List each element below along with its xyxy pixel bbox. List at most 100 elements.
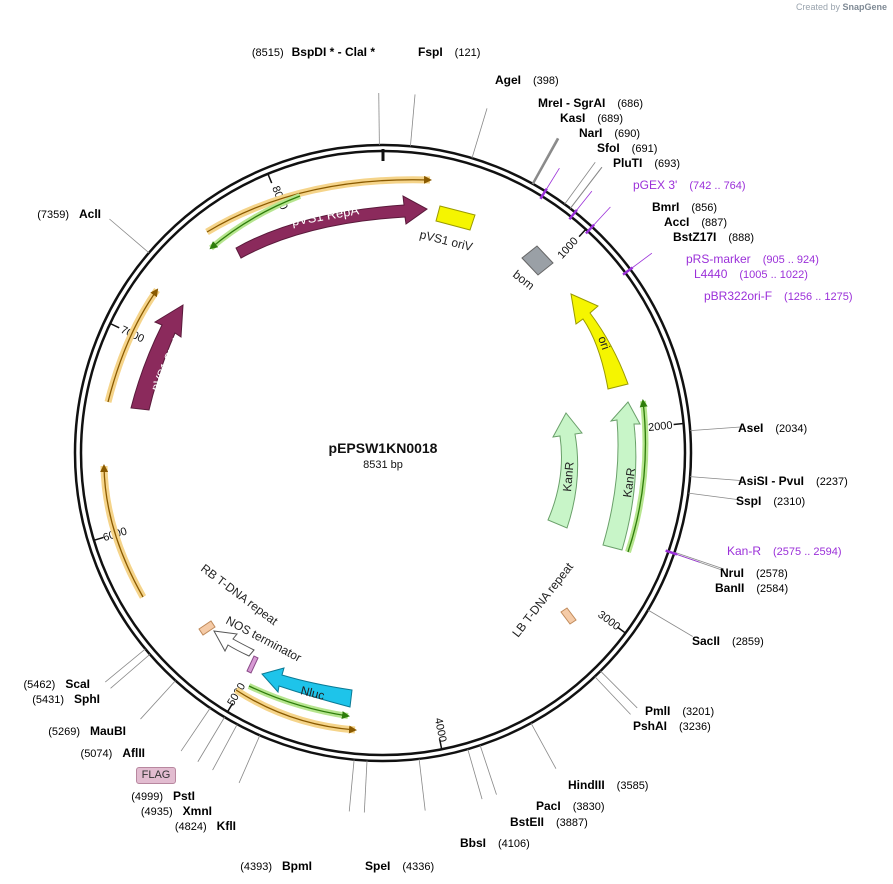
- enzyme-label-bsteii[interactable]: BstEII(3887): [510, 815, 588, 829]
- enzyme-line: [197, 716, 225, 762]
- enzyme-label-bspdi-clai[interactable]: (8515)BspDI * - ClaI *: [252, 45, 375, 59]
- tick-label: 3000: [595, 609, 622, 633]
- primer-marks: [539, 168, 700, 563]
- enzyme-line: [363, 760, 368, 813]
- enzyme-label-bpmi[interactable]: (4393)BpmI: [240, 859, 312, 873]
- feature-rb-tdna-repeat[interactable]: [198, 620, 216, 636]
- enzyme-label-kfli[interactable]: (4824)KflI: [175, 819, 236, 833]
- enzyme-line: [690, 426, 743, 432]
- enzyme-line: [467, 748, 483, 800]
- enzyme-line: [688, 492, 740, 501]
- primer-mark: [622, 266, 634, 276]
- primer-mark: [585, 223, 596, 235]
- enzyme-line: [104, 648, 146, 683]
- enzyme-label-acci[interactable]: AccI(887): [664, 215, 727, 229]
- enzyme-line: [471, 108, 488, 159]
- plasmid-length: 8531 bp: [363, 459, 403, 471]
- tick-5000: [226, 702, 234, 713]
- enzyme-label-asisi-pvui[interactable]: AsiSI - PvuI(2237): [738, 474, 848, 488]
- orf-arc-bottom-orange-line: [235, 689, 357, 734]
- enzyme-site: (8515): [252, 47, 284, 59]
- feature-kanr-outer[interactable]: [602, 401, 641, 551]
- enzyme-label-paci[interactable]: PacI(3830): [536, 799, 604, 813]
- backbone-outer: [73, 143, 693, 763]
- feature-pvs1-oriv[interactable]: [435, 205, 476, 231]
- enzyme-label-pshai[interactable]: PshAI(3236): [633, 719, 711, 733]
- enzyme-label-fspi[interactable]: FspI(121): [418, 45, 480, 59]
- tick-1000: [578, 228, 587, 238]
- feature-label-nluc: Nluc: [299, 683, 326, 702]
- feature-kanr-inner[interactable]: [547, 412, 583, 529]
- enzyme-label-spei[interactable]: SpeI(4336): [365, 859, 434, 873]
- enzyme-label-pmli[interactable]: PmlI(3201): [645, 704, 714, 718]
- tick-8000: [267, 173, 273, 184]
- feature-nos-terminator[interactable]: [213, 630, 255, 657]
- enzyme-line: [532, 138, 559, 185]
- enzyme-line: [531, 137, 558, 184]
- feature-bom[interactable]: [521, 245, 554, 276]
- primer-line: [576, 190, 593, 211]
- feature-flag[interactable]: FLAG: [136, 767, 176, 784]
- enzyme-line: [180, 707, 211, 752]
- enzyme-labels: FspI(121) (8515)BspDI * - ClaI * AgeI(39…: [24, 45, 848, 873]
- enzyme-label-scai[interactable]: (5462)ScaI: [24, 677, 90, 691]
- feature-label-flag: FLAG: [141, 769, 171, 781]
- enzyme-label-acli[interactable]: (7359)AclI: [37, 207, 101, 221]
- enzyme-label-bstz17i[interactable]: BstZ17I(888): [673, 230, 754, 244]
- enzyme-line: [570, 167, 603, 209]
- feature-ori[interactable]: [570, 293, 629, 390]
- feature-pvs1-staa[interactable]: [130, 304, 184, 411]
- watermark-prefix: Created by: [795, 2, 840, 12]
- enzyme-line: [533, 138, 560, 185]
- enzyme-label-xmni[interactable]: (4935)XmnI: [141, 804, 212, 818]
- orf-arc-left-orange-line: [107, 288, 159, 403]
- primer-label-pbr322ori-f[interactable]: pBR322ori-F(1256 .. 1275): [704, 289, 853, 303]
- enzyme-label-banii[interactable]: BanII(2584): [715, 581, 788, 595]
- primer-line: [546, 168, 560, 189]
- primer-label-l4440[interactable]: L4440(1005 .. 1022): [694, 267, 808, 281]
- primer-line: [676, 554, 700, 563]
- tick-4000: [438, 739, 443, 750]
- primer-labels: pGEX 3'(742 .. 764) pRS-marker(905 .. 92…: [633, 178, 853, 558]
- enzyme-label-sspi[interactable]: SspI(2310): [736, 494, 805, 508]
- enzyme-label-maubi[interactable]: (5269)MauBI: [48, 724, 126, 738]
- enzyme-line: [594, 676, 631, 715]
- feature-pvs1-repa[interactable]: [235, 195, 428, 259]
- enzyme-label-sphi[interactable]: (5431)SphI: [32, 692, 100, 706]
- orf-arc-top-green-line: [209, 195, 301, 250]
- primer-label-pgex3[interactable]: pGEX 3'(742 .. 764): [633, 178, 746, 192]
- enzyme-leader-lines: [104, 93, 743, 813]
- enzyme-label-bmri[interactable]: BmrI(856): [652, 200, 717, 214]
- enzyme-label-sfoi[interactable]: SfoI(691): [597, 141, 657, 155]
- enzyme-label-asei[interactable]: AseI(2034): [738, 421, 807, 435]
- primer-label-prs-marker[interactable]: pRS-marker(905 .. 924): [686, 252, 819, 266]
- enzyme-label-pluti[interactable]: PluTI(693): [613, 156, 680, 170]
- enzyme-label-aflii[interactable]: (5074)AflII: [81, 746, 145, 760]
- enzyme-label-mrei-sgrai[interactable]: MreI - SgrAI(686): [538, 96, 643, 110]
- feature-nluc[interactable]: [261, 667, 353, 708]
- enzyme-line: [530, 722, 557, 769]
- enzyme-label-psti[interactable]: (4999)PstI: [131, 789, 195, 803]
- enzyme-line: [410, 94, 416, 147]
- enzyme-label-hindiii[interactable]: HindIII(3585): [568, 778, 648, 792]
- tick-7000: [109, 322, 120, 329]
- enzyme-label-nari[interactable]: NarI(690): [579, 126, 640, 140]
- enzyme-label-bbsi[interactable]: BbsI(4106): [460, 836, 530, 850]
- primer-line: [632, 252, 653, 268]
- enzyme-label-sacii[interactable]: SacII(2859): [692, 634, 764, 648]
- primer-label-kan-r[interactable]: Kan-R(2575 .. 2594): [727, 544, 842, 558]
- feature-label-kanr-outer: KanR: [620, 466, 638, 498]
- feature-marker-pink: [246, 655, 259, 674]
- tick-label: 2000: [648, 420, 674, 434]
- orf-arc-top-orange-line: [206, 175, 432, 233]
- feature-label-lb-tdna-repeat: LB T-DNA repeat: [509, 559, 576, 639]
- enzyme-label-kasi[interactable]: KasI(689): [560, 111, 623, 125]
- enzyme-site: (121): [455, 47, 481, 59]
- feature-lb-tdna-repeat[interactable]: [560, 607, 577, 625]
- feature-label-bom: bom: [510, 267, 537, 292]
- tick-2000: [673, 422, 684, 426]
- feature-label-kanr-inner: KanR: [560, 461, 577, 492]
- enzyme-label-agei[interactable]: AgeI(398): [495, 73, 559, 87]
- enzyme-label-nrui[interactable]: NruI(2578): [720, 566, 788, 580]
- enzyme-line: [600, 670, 638, 709]
